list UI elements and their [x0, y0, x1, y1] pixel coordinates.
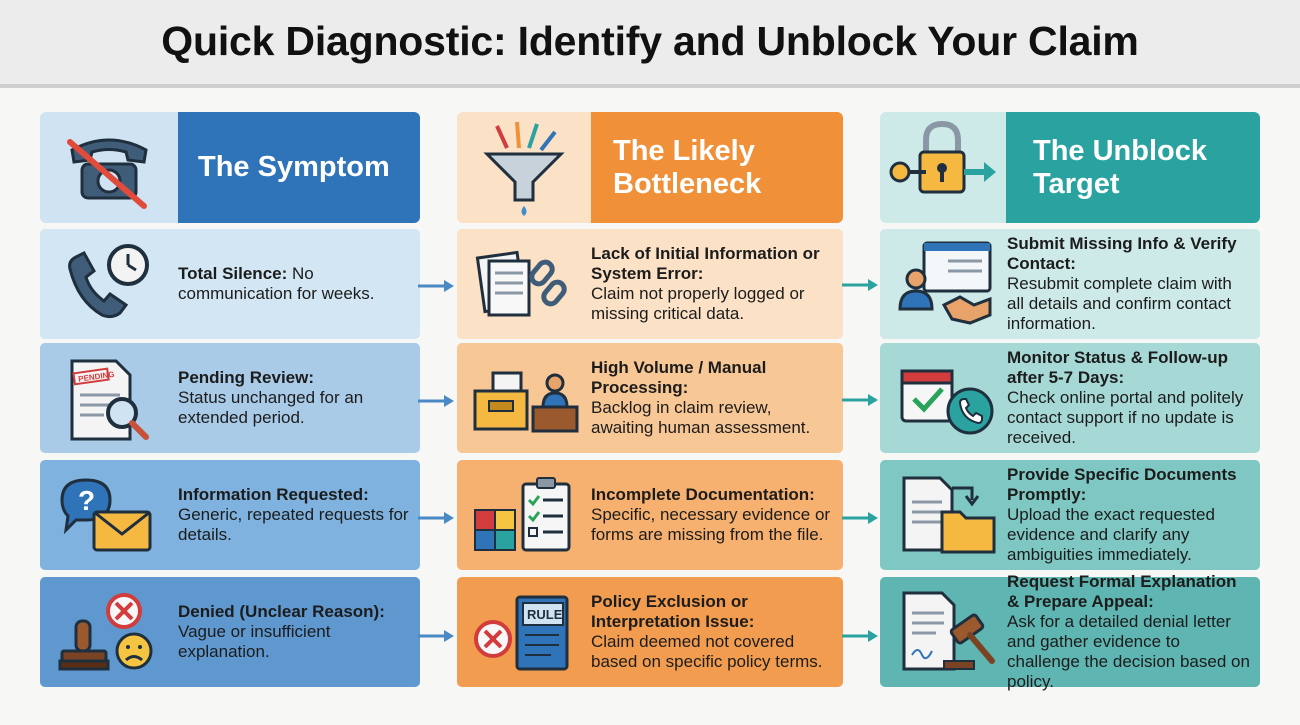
target-row-3-text: Provide Specific Documents Promptly:Uplo… — [1007, 465, 1250, 565]
inbox-tray-clerk-icon — [471, 353, 581, 443]
bottleneck-row-2-body: Backlog in claim review, awaiting human … — [591, 398, 811, 437]
puzzle-checklist-icon — [471, 470, 581, 560]
target-row-4-body: Ask for a detailed denial letter and gat… — [1007, 612, 1250, 691]
symptom-row-2: PENDING Pending Review:Status unchanged … — [40, 343, 420, 453]
symptom-row-2-text: Pending Review:Status unchanged for an e… — [178, 368, 410, 428]
calendar-check-phone-icon — [894, 353, 1004, 443]
symptom-row-1-text: Total Silence: No communication for week… — [178, 264, 410, 304]
phone-clock-icon — [54, 239, 164, 329]
arrow-right-icon — [416, 278, 456, 294]
arrow-right-icon — [840, 277, 880, 293]
target-row-1-title: Submit Missing Info & Verify Contact: — [1007, 234, 1237, 273]
documents-broken-chain-icon — [471, 239, 581, 329]
target-row-3: Provide Specific Documents Promptly:Uplo… — [880, 460, 1260, 570]
arrow-right-icon — [416, 393, 456, 409]
bottleneck-row-4-text: Policy Exclusion or Interpretation Issue… — [591, 592, 833, 672]
target-row-1: Submit Missing Info & Verify Contact:Res… — [880, 229, 1260, 339]
symptom-header: The Symptom — [40, 112, 420, 223]
target-row-4: Request Formal Explanation & Prepare App… — [880, 572, 1260, 691]
document-folder-upload-icon — [894, 470, 1004, 560]
funnel-arrows-icon — [457, 112, 591, 223]
svg-text:RULE: RULE — [527, 607, 563, 622]
svg-text:?: ? — [78, 485, 95, 516]
symptom-row-1-body: No communication for weeks. — [178, 264, 375, 303]
target-row-1-body: Resubmit complete claim with all details… — [1007, 274, 1232, 333]
bottleneck-header: The Likely Bottleneck — [457, 112, 843, 223]
question-envelope-icon: ? — [54, 470, 164, 560]
arrow-right-icon — [416, 628, 456, 644]
arrow-right-icon — [416, 510, 456, 526]
bottleneck-row-3: Incomplete Documentation:Specific, neces… — [457, 460, 843, 570]
bottleneck-row-2-title: High Volume / Manual Processing: — [591, 358, 767, 397]
bottleneck-row-4: RULE Policy Exclusion or Interpretation … — [457, 577, 843, 687]
symptom-header-label: The Symptom — [178, 112, 420, 223]
symptom-row-3-title: Information Requested: — [178, 485, 369, 504]
target-row-4-title: Request Formal Explanation & Prepare App… — [1007, 572, 1237, 611]
bottleneck-row-3-body: Specific, necessary evidence or forms ar… — [591, 505, 831, 544]
target-row-2-text: Monitor Status & Follow-up after 5-7 Day… — [1007, 348, 1250, 448]
symptom-row-3: ? Information Requested:Generic, repeate… — [40, 460, 420, 570]
bottleneck-row-2: High Volume / Manual Processing:Backlog … — [457, 343, 843, 453]
symptom-row-4-text: Denied (Unclear Reason):Vague or insuffi… — [178, 602, 410, 662]
target-header-label: The Unblock Target — [1006, 112, 1260, 223]
x-rule-book-icon: RULE — [471, 587, 581, 677]
target-row-2: Monitor Status & Follow-up after 5-7 Day… — [880, 343, 1260, 453]
bottleneck-row-1: Lack of Initial Information or System Er… — [457, 229, 843, 339]
page-title: Quick Diagnostic: Identify and Unblock Y… — [161, 18, 1139, 64]
symptom-row-4-title: Denied (Unclear Reason): — [178, 602, 385, 621]
bottleneck-header-label: The Likely Bottleneck — [591, 112, 843, 223]
document-gavel-icon — [894, 587, 1004, 677]
symptom-row-3-text: Information Requested:Generic, repeated … — [178, 485, 410, 545]
arrow-right-icon — [840, 510, 880, 526]
bottleneck-row-4-body: Claim deemed not covered based on specif… — [591, 632, 823, 671]
target-row-2-title: Monitor Status & Follow-up after 5-7 Day… — [1007, 348, 1228, 387]
bottleneck-row-3-title: Incomplete Documentation: — [591, 485, 815, 504]
crossed-phone-icon — [40, 112, 178, 223]
arrow-right-icon — [840, 392, 880, 408]
target-row-3-title: Provide Specific Documents Promptly: — [1007, 465, 1237, 504]
bottleneck-row-1-text: Lack of Initial Information or System Er… — [591, 244, 833, 324]
key-padlock-arrow-icon — [880, 112, 1006, 223]
target-row-1-text: Submit Missing Info & Verify Contact:Res… — [1007, 234, 1250, 334]
pending-document-magnifier-icon: PENDING — [54, 353, 164, 443]
stamp-x-sad-icon — [54, 587, 164, 677]
arrow-right-icon — [840, 628, 880, 644]
form-handshake-icon — [894, 239, 1004, 329]
target-row-2-body: Check online portal and politely contact… — [1007, 388, 1244, 447]
bottleneck-row-4-title: Policy Exclusion or Interpretation Issue… — [591, 592, 755, 631]
symptom-row-1: Total Silence: No communication for week… — [40, 229, 420, 339]
symptom-row-4-body: Vague or insufficient explanation. — [178, 622, 331, 661]
target-row-4-text: Request Formal Explanation & Prepare App… — [1007, 572, 1250, 692]
symptom-row-1-title: Total Silence: — [178, 264, 288, 283]
target-header: The Unblock Target — [880, 112, 1260, 223]
symptom-row-2-title: Pending Review: — [178, 368, 315, 387]
symptom-row-3-body: Generic, repeated requests for details. — [178, 505, 409, 544]
bottleneck-row-1-title: Lack of Initial Information or System Er… — [591, 244, 820, 283]
symptom-row-2-body: Status unchanged for an extended period. — [178, 388, 364, 427]
bottleneck-row-3-text: Incomplete Documentation:Specific, neces… — [591, 485, 833, 545]
bottleneck-row-2-text: High Volume / Manual Processing:Backlog … — [591, 358, 833, 438]
target-row-3-body: Upload the exact requested evidence and … — [1007, 505, 1215, 564]
symptom-row-4: Denied (Unclear Reason):Vague or insuffi… — [40, 577, 420, 687]
title-bar: Quick Diagnostic: Identify and Unblock Y… — [0, 0, 1300, 88]
bottleneck-row-1-body: Claim not properly logged or missing cri… — [591, 284, 805, 323]
